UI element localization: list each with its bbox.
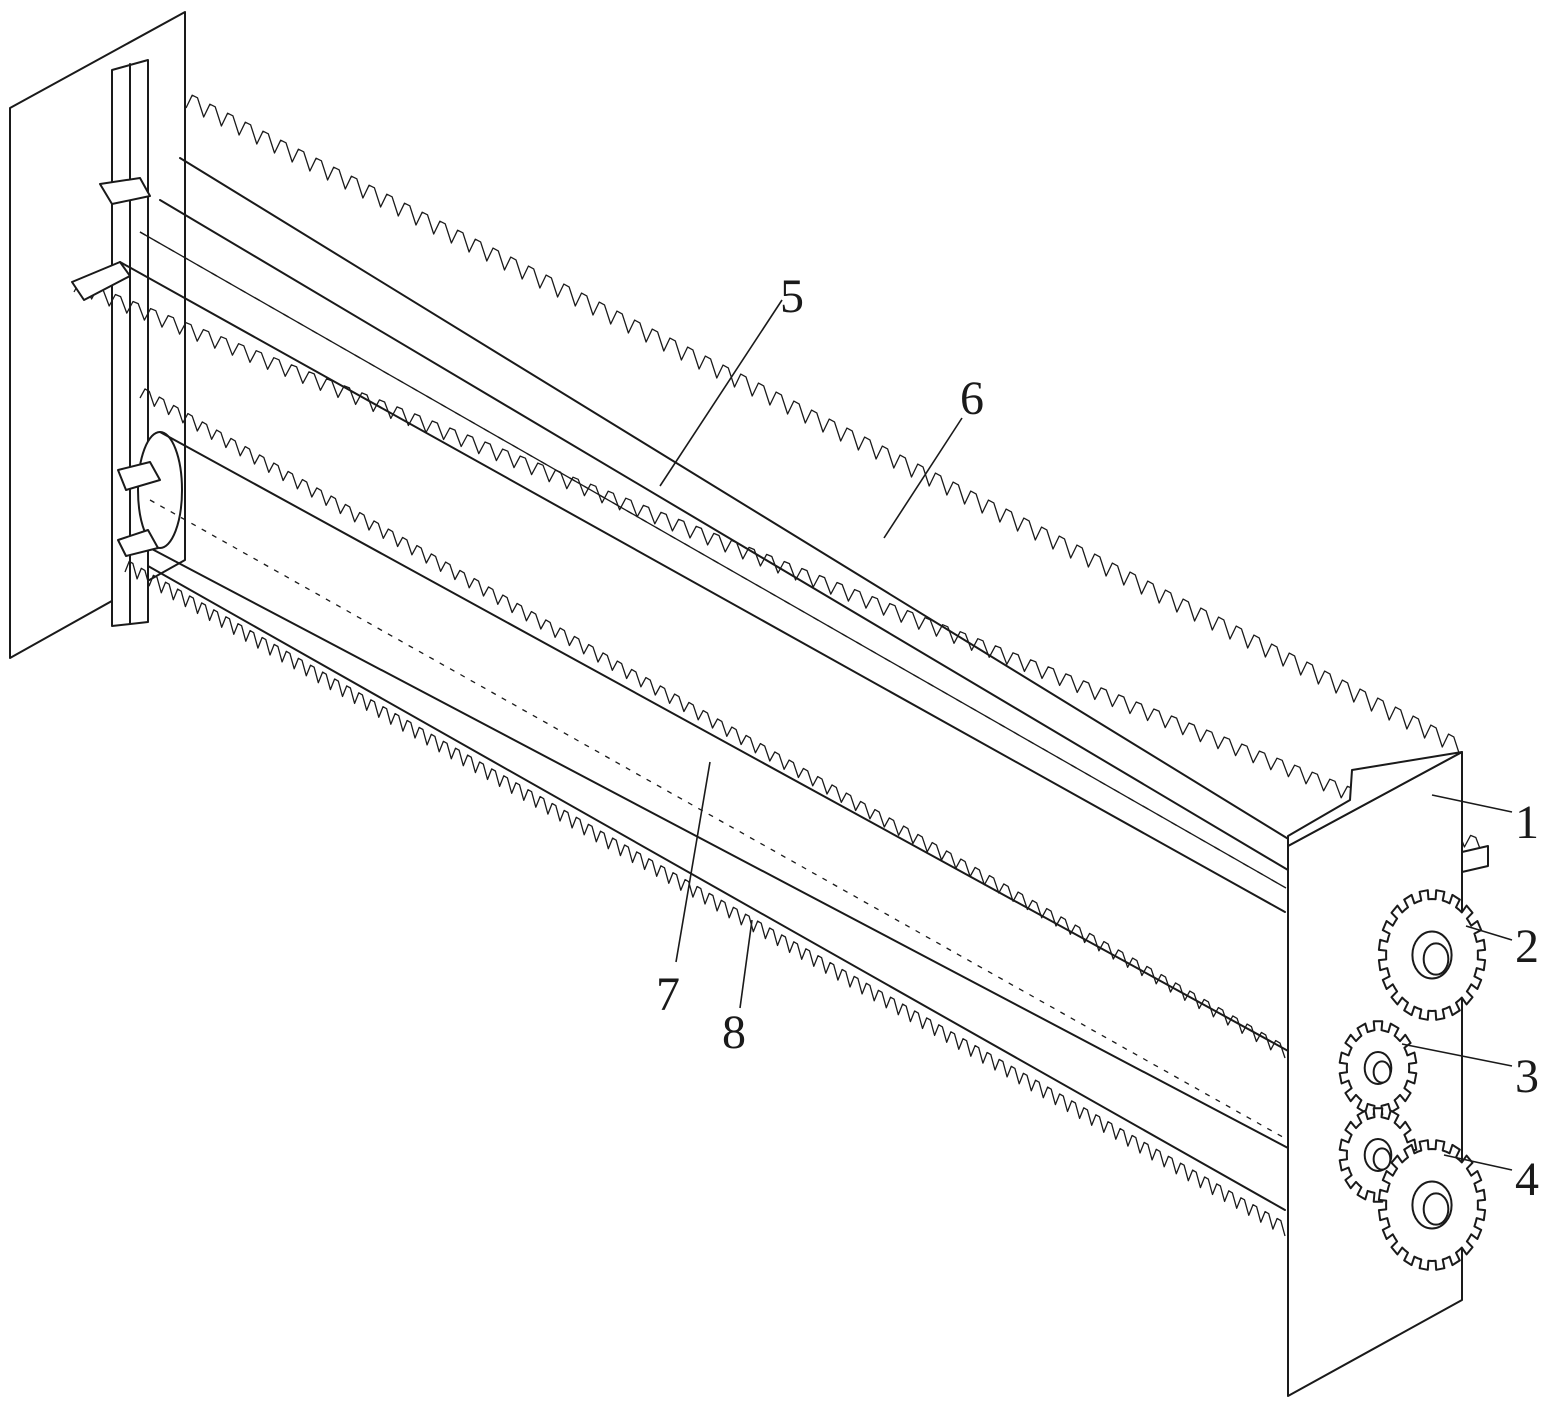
gear-3-shaft	[1374, 1061, 1391, 1082]
callout-label-6: 6	[960, 372, 984, 425]
lower-roller-teeth-upper-row	[140, 389, 1285, 1058]
callout-label-1: 1	[1515, 796, 1539, 849]
callout-label-8: 8	[722, 1006, 746, 1059]
left-frame-plate	[10, 12, 185, 658]
callout-label-3: 3	[1515, 1050, 1539, 1103]
callout-label-5: 5	[780, 270, 804, 323]
gear-4	[1379, 1140, 1485, 1270]
lower-roller-assembly	[118, 389, 1290, 1236]
callout-label-4: 4	[1515, 1153, 1539, 1206]
callout-8: 8	[722, 920, 752, 1059]
upper-blade-teeth-top	[186, 95, 1460, 756]
callout-label-7: 7	[656, 968, 680, 1021]
gear-2	[1379, 890, 1485, 1020]
gear-3	[1340, 1021, 1417, 1114]
callout-6: 6	[884, 372, 984, 538]
upper-toothed-blade-assembly	[72, 95, 1482, 912]
gear-2-shaft	[1424, 943, 1449, 974]
gear-4-small-shaft	[1374, 1148, 1391, 1169]
lower-rack-teeth	[125, 561, 1285, 1236]
gear-4-shaft	[1424, 1193, 1449, 1224]
callout-label-2: 2	[1515, 920, 1539, 973]
